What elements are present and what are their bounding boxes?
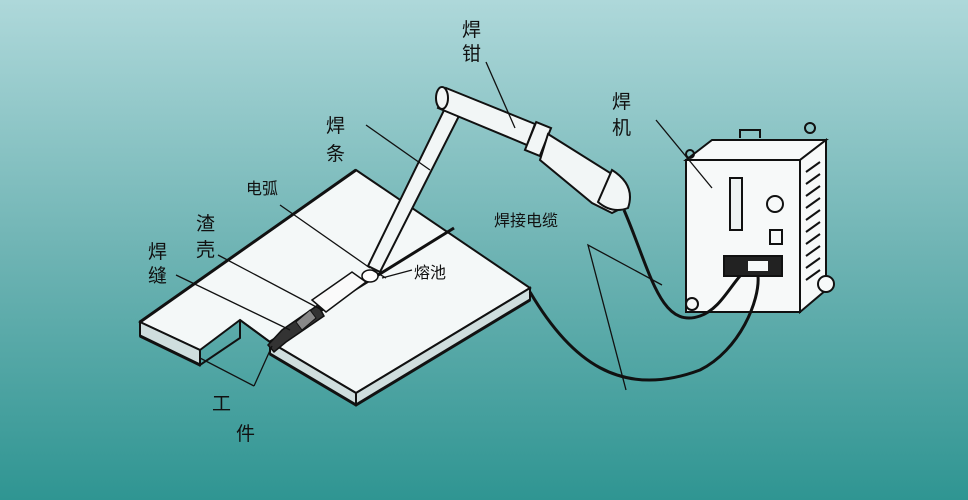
svg-text:焊: 焊 <box>148 241 167 263</box>
svg-text:条: 条 <box>326 143 345 165</box>
svg-text:渣: 渣 <box>196 213 215 235</box>
label-slag: 渣 壳 <box>196 213 215 261</box>
molten-pool <box>361 269 379 283</box>
weld-bead <box>266 271 368 354</box>
cable-to-workpiece <box>528 275 760 382</box>
workpiece-plate <box>138 168 532 407</box>
svg-text:焊: 焊 <box>462 19 481 41</box>
svg-text:缝: 缝 <box>148 265 167 287</box>
svg-text:壳: 壳 <box>196 239 215 261</box>
label-molten-pool: 熔池 <box>414 263 446 282</box>
label-cable: 焊接电缆 <box>494 211 558 230</box>
svg-text:焊: 焊 <box>326 115 345 137</box>
svg-text:钳: 钳 <box>462 43 481 65</box>
label-weld-seam: 焊 缝 <box>148 241 167 287</box>
label-welding-tongs: 焊 钳 <box>462 19 481 65</box>
welding-machine <box>683 122 835 315</box>
svg-text:焊: 焊 <box>612 91 631 113</box>
label-workpiece: 工 件 <box>212 393 255 445</box>
svg-text:机: 机 <box>612 117 631 139</box>
cable-to-tongs <box>622 209 742 320</box>
leader-lines <box>175 61 713 391</box>
welding-tongs <box>435 86 631 215</box>
svg-text:工: 工 <box>212 393 231 415</box>
svg-text:件: 件 <box>236 423 255 445</box>
label-welder: 焊 机 <box>612 91 631 139</box>
label-electrode: 焊 条 <box>326 115 345 165</box>
label-arc: 电弧 <box>246 179 278 198</box>
